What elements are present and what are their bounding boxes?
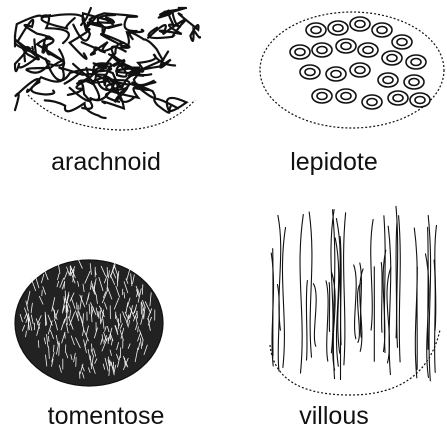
lepidote-scale [300, 65, 320, 79]
lepidote-scale [392, 35, 412, 49]
villous-hair [278, 285, 280, 371]
lepidote-scale [382, 51, 402, 65]
villous-hair [399, 216, 401, 362]
lepidote-scale [306, 23, 326, 37]
lepidote-scale [410, 93, 430, 107]
lepidote-scale [312, 89, 332, 103]
villous-hair [306, 281, 307, 361]
villous-hair [329, 283, 330, 332]
tomentose-illustration [15, 257, 163, 386]
lepidote-scale [388, 91, 408, 105]
lepidote-scale [372, 23, 392, 37]
villous-hair [313, 284, 316, 347]
lepidote-scale [378, 73, 398, 87]
villous-hair [371, 220, 373, 331]
lepidote-scale [406, 55, 426, 69]
lepidote-scales [290, 17, 430, 109]
arachnoid-label: arachnoid [6, 148, 206, 176]
arachnoid-strand [148, 20, 185, 38]
arachnoid-strand [70, 23, 90, 59]
villous-hair [354, 265, 357, 339]
villous-hair [426, 254, 429, 378]
lepidote-scale [350, 17, 370, 31]
villous-hair [326, 281, 328, 361]
villous-hair [381, 263, 382, 333]
villous-hairs [271, 206, 436, 380]
lepidote-scale [326, 67, 346, 81]
villous-label: villous [234, 402, 434, 430]
arachnoid-illustration [15, 8, 200, 130]
villous-illustration [270, 206, 440, 395]
arachnoid-strand [179, 13, 200, 40]
villous-hair [434, 260, 435, 372]
arachnoid-strand [82, 42, 116, 55]
villous-hair [300, 215, 303, 374]
arachnoid-strand [154, 98, 186, 113]
lepidote-illustration [260, 12, 444, 128]
lepidote-label: lepidote [234, 148, 434, 176]
villous-hair [384, 216, 385, 353]
tomentose-hair [122, 289, 123, 295]
lepidote-scale [290, 45, 310, 59]
lepidote-scale [350, 63, 370, 77]
lepidote-scale [328, 21, 348, 35]
villous-hair [282, 228, 285, 368]
lepidote-scale [358, 43, 378, 57]
tomentose-hair [92, 314, 93, 322]
lepidote-scale [312, 43, 332, 57]
lepidote-scale [336, 39, 356, 53]
villous-hair [344, 213, 346, 365]
lepidote-scale [362, 95, 382, 109]
arachnoid-tangle [15, 8, 200, 118]
arachnoid-strand [45, 100, 106, 118]
tomentose-hair [49, 336, 50, 341]
villous-hair [309, 212, 312, 357]
arachnoid-strand [101, 30, 143, 48]
villous-outline [270, 330, 440, 395]
lepidote-scale [404, 75, 424, 89]
lepidote-scale [336, 89, 356, 103]
tomentose-hair [65, 345, 66, 353]
tomentose-label: tomentose [6, 402, 206, 430]
